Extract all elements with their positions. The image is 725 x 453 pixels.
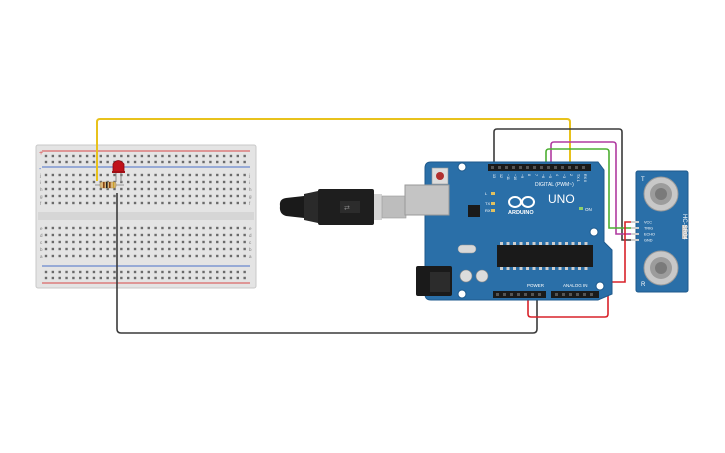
digital-pin-label: 4 xyxy=(555,174,559,176)
digital-pin-label: 8 xyxy=(527,174,531,176)
digital-pin-label: 7 xyxy=(534,174,538,176)
row-letter: a xyxy=(249,254,252,259)
reset-button-cap xyxy=(436,172,444,180)
sensor-pin-label: TRIG xyxy=(644,227,653,231)
digital-pin-label: 12 xyxy=(499,174,503,178)
wire-black-gnd[interactable] xyxy=(116,193,538,334)
row-letter: c xyxy=(40,240,43,245)
wire-green-trig[interactable] xyxy=(545,148,634,229)
rail-minus-label: - xyxy=(39,166,42,173)
digital-pin-label: ~10 xyxy=(513,174,517,180)
sensor-pin-label: GND xyxy=(644,239,653,243)
digital-pin-label: 13 xyxy=(492,174,496,178)
row-letter: c xyxy=(249,240,252,245)
atmega-chip xyxy=(497,245,593,267)
digital-header xyxy=(488,164,591,171)
power-label: POWER xyxy=(527,283,545,288)
uno-label: UNO xyxy=(548,192,575,206)
row-letter: b xyxy=(249,247,252,252)
on-led-label: ON xyxy=(585,207,592,212)
sensor-pin[interactable] xyxy=(631,227,639,229)
rx-led-label: RX xyxy=(485,208,491,213)
wire-red-vcc[interactable] xyxy=(527,221,634,318)
on-led xyxy=(579,207,583,210)
row-letter: d xyxy=(249,233,252,238)
sensor-pin-label: VCC xyxy=(644,221,652,225)
usb-port xyxy=(404,184,450,216)
row-letter: a xyxy=(40,254,43,259)
arduino-infinity-logo-icon xyxy=(508,196,535,208)
row-letter: d xyxy=(40,233,43,238)
sensor-model-label: HC-SR04 xyxy=(681,214,687,240)
row-letter: g xyxy=(249,194,252,199)
arduino-uno[interactable]: DIGITAL (PWM~) UNO ARDUINO POWER ANALOG … xyxy=(404,161,613,301)
sensor-pin[interactable] xyxy=(631,221,639,223)
sensor-pin[interactable] xyxy=(631,233,639,235)
usb-cable[interactable]: ⇄ xyxy=(279,189,407,225)
digital-pin-label: ~11 xyxy=(506,174,510,180)
sensor-pin[interactable] xyxy=(631,239,639,241)
row-letter: h xyxy=(40,187,43,192)
digital-pin-label: ~3 xyxy=(562,174,566,178)
analog-in-label: ANALOG IN xyxy=(563,283,588,288)
breadboard-holes xyxy=(44,154,246,280)
digital-pin-label: TX 1 xyxy=(576,174,580,182)
tx-led-label: TX xyxy=(485,201,490,206)
digital-pin-label: RX 0 xyxy=(583,174,587,182)
hc-sr04-sensor[interactable]: T R HC-SR04 VCC TRIG ECHO GND xyxy=(631,170,689,293)
usb-symbol-icon: ⇄ xyxy=(344,205,350,212)
row-letter: f xyxy=(249,201,251,206)
resistor[interactable] xyxy=(95,181,124,189)
row-letter: i xyxy=(249,180,250,185)
digital-pin-label: 2 xyxy=(569,174,573,176)
analog-header xyxy=(551,291,599,298)
row-letter: i xyxy=(40,180,41,185)
rail-plus-label: + xyxy=(39,150,43,157)
sensor-pin-label: ECHO xyxy=(644,233,655,237)
led[interactable] xyxy=(112,160,125,183)
sensor-crystal xyxy=(682,225,687,239)
row-letter: j xyxy=(248,173,250,178)
digital-pin-label: ~5 xyxy=(548,174,552,178)
row-letter: j xyxy=(39,173,41,178)
row-letter: f xyxy=(40,201,42,206)
digital-pin-label: ~9 xyxy=(520,174,524,178)
l-led-label: L xyxy=(485,191,488,196)
sensor-r-label: R xyxy=(641,282,646,288)
wire-black-sensor-gnd[interactable] xyxy=(493,128,634,241)
row-letter: h xyxy=(249,187,252,192)
digital-label: DIGITAL (PWM~) xyxy=(535,182,574,188)
center-channel xyxy=(38,212,254,220)
row-letter: b xyxy=(40,247,43,252)
row-letter: e xyxy=(40,226,43,231)
row-letter: g xyxy=(40,194,43,199)
wire-yellow[interactable] xyxy=(96,118,571,181)
digital-pin-label: ~6 xyxy=(541,174,545,178)
row-letter: e xyxy=(249,226,252,231)
sensor-t-label: T xyxy=(641,177,645,183)
arduino-brand-label: ARDUINO xyxy=(508,210,534,216)
wire-magenta-echo[interactable] xyxy=(550,141,634,235)
